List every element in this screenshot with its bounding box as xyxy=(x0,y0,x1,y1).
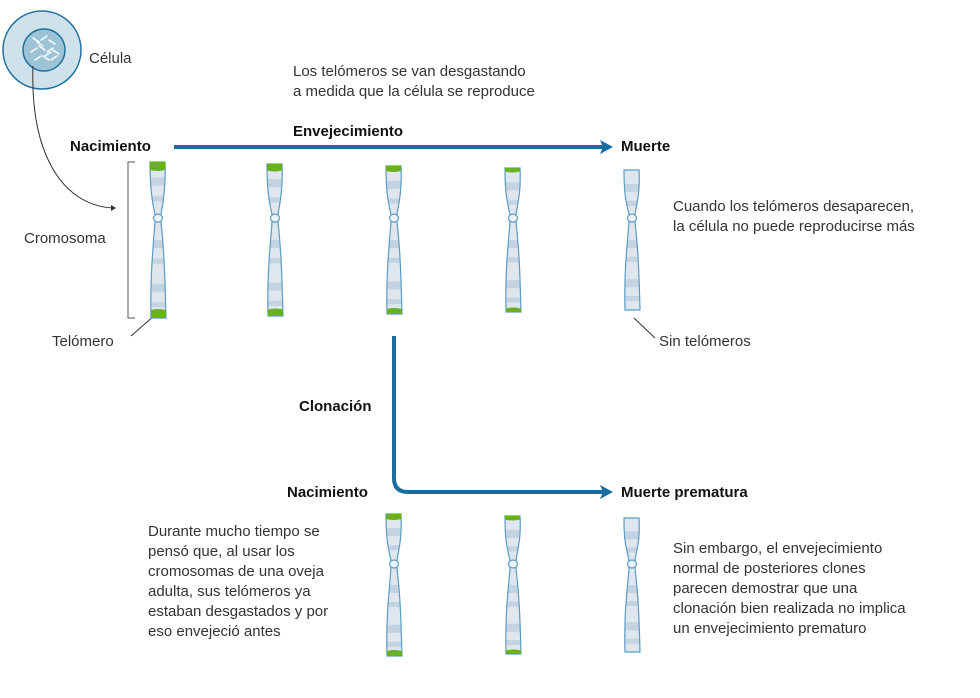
telomere-top xyxy=(150,162,165,171)
telomere-top xyxy=(267,164,282,172)
centromere xyxy=(507,213,519,223)
nucleus-chromosome xyxy=(40,35,48,41)
left-note-line: cromosomas de una oveja xyxy=(148,563,324,580)
left-note-line: pensó que, al usar los xyxy=(148,543,295,560)
left-note-line: adulta, sus telómeros ya xyxy=(148,583,311,600)
cell-to-chromosome-pointer xyxy=(32,65,114,209)
cell-label: Célula xyxy=(89,50,132,67)
nucleus-chromosomes xyxy=(30,35,60,61)
aging-arrowhead-icon xyxy=(600,140,613,154)
nucleus-chromosome xyxy=(30,47,38,53)
birth-label: Nacimiento xyxy=(70,138,151,155)
chromosome-bands xyxy=(150,177,166,308)
chromosome-bracket xyxy=(127,161,135,319)
pointer-arrowhead-icon xyxy=(111,205,116,211)
top-chromosome-1 xyxy=(149,161,167,319)
telomere-top xyxy=(505,168,520,173)
bottom-chromosome-3 xyxy=(623,517,641,653)
chromosome-group xyxy=(149,161,641,657)
nucleus-chromosome xyxy=(50,55,58,61)
centromere xyxy=(388,213,400,223)
chromosome-label: Cromosoma xyxy=(24,230,106,247)
nucleus-chromosome xyxy=(44,51,52,57)
top-chromosome-2 xyxy=(266,163,284,317)
premature-death-label: Muerte prematura xyxy=(621,484,748,501)
nucleus-chromosome xyxy=(38,45,46,51)
death-note-line1: Cuando los telómeros desaparecen, xyxy=(673,198,914,215)
cloning-label: Clonación xyxy=(299,398,372,415)
no-telomeres-label: Sin telómeros xyxy=(659,333,751,350)
chromosome-bands xyxy=(624,531,640,644)
death-note-line2: la célula no puede reproducirse más xyxy=(673,218,915,235)
nucleus-chromosome xyxy=(34,55,42,61)
left-note-line: eso envejeció antes xyxy=(148,623,281,640)
centromere xyxy=(626,559,638,569)
bottom-chromosome-2 xyxy=(504,515,522,655)
telomere-bottom xyxy=(268,308,283,316)
top-chromosome-5 xyxy=(623,169,641,311)
right-note-line: parecen demostrar que una xyxy=(673,580,858,597)
right-note: Sin embargo, el envejecimiento normal de… xyxy=(673,539,906,639)
nucleus-chromosome xyxy=(32,37,40,43)
bottom-chromosome-1 xyxy=(385,513,403,657)
nucleus-chromosome xyxy=(48,39,56,45)
telomere-top xyxy=(386,166,401,172)
right-note-line: un envejecimiento prematuro xyxy=(673,620,867,637)
intro-text-line2: a medida que la célula se reproduce xyxy=(293,83,535,100)
cloning-arrow xyxy=(392,336,604,494)
left-note-line: estaban desgastados y por xyxy=(148,603,329,620)
chromosome-bands xyxy=(624,184,640,301)
intro-text-line1: Los telómeros se van desgastando xyxy=(293,63,526,80)
left-note-line: Durante mucho tiempo se xyxy=(148,523,320,540)
right-note-line: Sin embargo, el envejecimiento xyxy=(673,540,883,557)
chromosome-bands xyxy=(386,180,402,305)
nucleus-chromosome xyxy=(36,41,44,47)
telomere-label: Telómero xyxy=(52,333,114,350)
top-chromosome-3 xyxy=(385,165,403,315)
nucleus-chromosome xyxy=(42,55,50,61)
death-label: Muerte xyxy=(621,138,671,155)
aging-label: Envejecimiento xyxy=(293,123,404,140)
centromere xyxy=(388,559,400,569)
telomere-top xyxy=(505,516,520,521)
telomere-bottom xyxy=(151,309,166,318)
right-note-line: clonación bien realizada no implica xyxy=(673,600,906,617)
centromere xyxy=(152,213,164,223)
centromere xyxy=(269,213,281,223)
chromosome-bands xyxy=(505,182,521,303)
chromosome-bands xyxy=(505,529,521,646)
telomere-bottom xyxy=(506,649,521,654)
centromere xyxy=(507,559,519,569)
cloning-arrowhead-icon xyxy=(600,485,613,499)
top-chromosome-4 xyxy=(504,167,522,313)
telomere-bottom xyxy=(506,307,521,312)
left-note: Durante mucho tiempo se pensó que, al us… xyxy=(148,522,328,642)
nucleus-chromosome xyxy=(46,47,54,53)
centromere xyxy=(626,213,638,223)
telomere-top xyxy=(386,514,401,520)
chromosome-bands xyxy=(386,528,402,647)
no-telomere-leader-line xyxy=(633,317,656,339)
telomere-bottom xyxy=(387,650,402,656)
right-note-line: normal de posteriores clones xyxy=(673,560,866,577)
nucleus-chromosome xyxy=(52,49,60,55)
clone-birth-label: Nacimiento xyxy=(287,484,368,501)
cell-illustration xyxy=(2,10,82,90)
chromosome-bands xyxy=(267,179,283,306)
telomere-bottom xyxy=(387,308,402,314)
